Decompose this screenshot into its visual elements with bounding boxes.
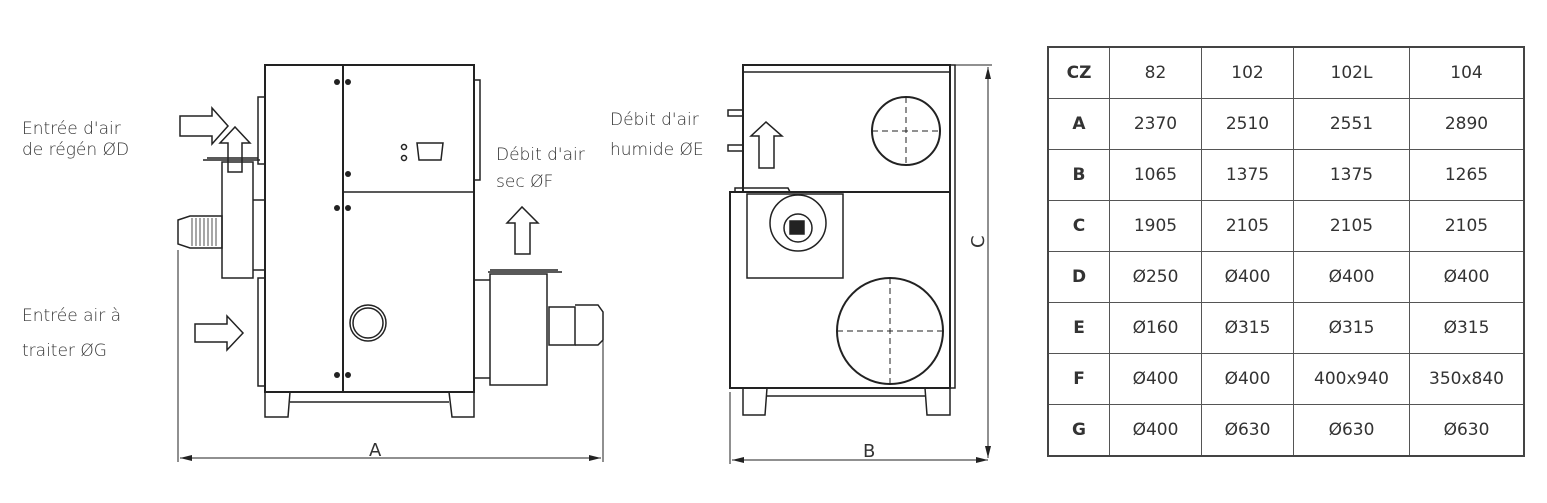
table-cell: Ø400: [1109, 404, 1202, 457]
table-cell: 350x840: [1409, 353, 1525, 405]
wet-air-outlet-label-line2: humide ØE: [610, 140, 704, 160]
table-cell: Ø400: [1109, 353, 1202, 405]
process-air-inlet-label-line2: traiter ØG: [22, 341, 107, 361]
dry-air-outlet-label-line2: sec ØF: [496, 172, 554, 192]
arrow-right-icon: [179, 106, 230, 146]
table-cell: Ø315: [1201, 302, 1294, 354]
table-cell: B: [1047, 149, 1110, 201]
table-cell: 1905: [1109, 200, 1202, 252]
table-cell: E: [1047, 302, 1110, 354]
side-view-unit: [727, 64, 992, 464]
table-cell: 2551: [1293, 98, 1410, 150]
table-header-cell: CZ: [1047, 46, 1110, 99]
table-header-cell: 102: [1201, 46, 1294, 99]
table-cell: Ø315: [1409, 302, 1525, 354]
table-cell: F: [1047, 353, 1110, 405]
table-cell: 2105: [1201, 200, 1294, 252]
table-cell: A: [1047, 98, 1110, 150]
wet-air-outlet-label-line1: Débit d'air: [610, 110, 699, 130]
table-header-cell: 104: [1409, 46, 1525, 99]
table-cell: C: [1047, 200, 1110, 252]
process-air-inlet-label-line1: Entrée air à: [22, 306, 122, 326]
table-cell: 1265: [1409, 149, 1525, 201]
table-cell: Ø400: [1293, 251, 1410, 303]
table-cell: Ø630: [1409, 404, 1525, 457]
table-cell: 2370: [1109, 98, 1202, 150]
table-cell: 1375: [1201, 149, 1294, 201]
front-view-unit: [177, 64, 604, 462]
table-cell: 2105: [1293, 200, 1410, 252]
table-cell: Ø400: [1201, 353, 1294, 405]
table-cell: 400x940: [1293, 353, 1410, 405]
table-cell: Ø160: [1109, 302, 1202, 354]
table-cell: Ø315: [1293, 302, 1410, 354]
table-header-row: CZ 82 102 102L 104: [1047, 46, 1525, 99]
table-cell: G: [1047, 404, 1110, 457]
arrow-up-icon: [505, 205, 540, 255]
regen-air-inlet-label-line1: Entrée d'air: [22, 119, 121, 139]
dimension-c-label: C: [968, 235, 989, 248]
table-cell: Ø250: [1109, 251, 1202, 303]
arrow-up-icon: [218, 125, 252, 173]
table-cell: D: [1047, 251, 1110, 303]
table-cell: 2510: [1201, 98, 1294, 150]
arrow-right-icon: [194, 314, 245, 352]
control-panel-screen-icon: [416, 142, 444, 161]
table-cell: Ø400: [1201, 251, 1294, 303]
dimension-b-label: B: [863, 441, 875, 462]
table-header-cell: 102L: [1293, 46, 1410, 99]
dimension-a-label: A: [369, 440, 382, 461]
table-cell: 1375: [1293, 149, 1410, 201]
table-cell: 1065: [1109, 149, 1202, 201]
table-cell: 2105: [1409, 200, 1525, 252]
table-cell: Ø630: [1293, 404, 1410, 457]
technical-drawing: A B C: [177, 64, 992, 464]
table-header-cell: 82: [1109, 46, 1202, 99]
regen-air-inlet-label-line2: de régén ØD: [22, 140, 130, 160]
arrow-up-icon: [749, 120, 784, 169]
table-cell: 2890: [1409, 98, 1525, 150]
table-cell: Ø400: [1409, 251, 1525, 303]
table-cell: Ø630: [1201, 404, 1294, 457]
dry-air-outlet-label-line1: Débit d'air: [496, 145, 585, 165]
